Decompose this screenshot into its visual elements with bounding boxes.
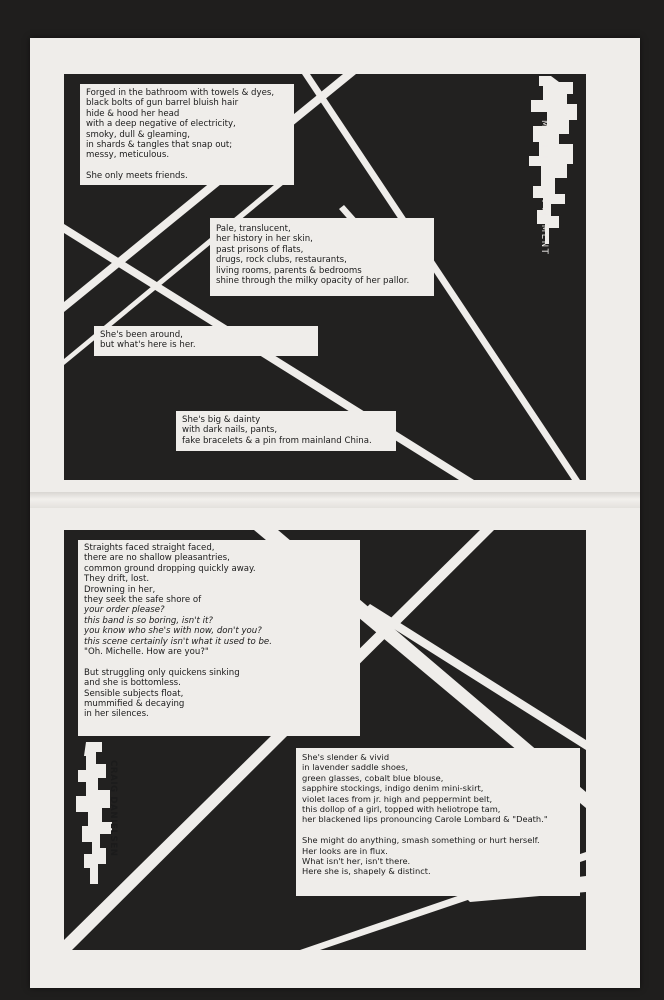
poem-line: green glasses, cobalt blue blouse,: [302, 772, 444, 783]
poem-line: violet laces from jr. high and peppermin…: [302, 793, 493, 804]
diagonal-stripe: [64, 530, 494, 950]
poem-line: drugs, rock clubs, restaurants,: [216, 255, 347, 266]
bottom-page-panel: Straights faced straight faced, there ar…: [64, 530, 586, 950]
poem-line: her blackened lips pronouncing Carole Lo…: [302, 814, 548, 825]
poem-line: hide & hood her head: [86, 108, 180, 119]
poem-line: What isn't her, isn't there.: [302, 856, 411, 867]
poem-line: Her looks are in flux.: [302, 845, 388, 856]
poem-line: mummified & decaying: [84, 699, 185, 710]
poem-line: her history in her skin,: [216, 234, 313, 245]
pixel-block-graphic: [529, 76, 577, 244]
poem-line: Here she is, shapely & distinct.: [302, 866, 431, 877]
poem-line-italic: this scene certainly isn't what it used …: [84, 636, 272, 647]
poem-line: there are no shallow pleasantries,: [84, 553, 230, 564]
author-name: CRAIG DANIELSEN: [108, 760, 118, 857]
poem-line: with a deep negative of electricity,: [86, 119, 236, 130]
stanza-gap: [84, 657, 354, 667]
poem-line: "Oh. Michelle. How are you?": [84, 647, 209, 658]
poem-line: in her silences.: [84, 709, 149, 720]
poem-line-italic: you know who she's with now, don't you?: [84, 626, 262, 637]
poem-line: sapphire stockings, indigo denim mini-sk…: [302, 783, 484, 794]
stanza-gap: [302, 825, 574, 835]
poem-title: MICHELLE IN A MOMENT: [539, 120, 549, 256]
poem-line: She might do anything, smash something o…: [302, 835, 540, 846]
poem-line: But struggling only quickens sinking: [84, 667, 240, 678]
poem-line: She only meets friends.: [86, 171, 188, 182]
stanza-box-4: She's big & dainty with dark nails, pant…: [176, 411, 396, 451]
poem-line: Drowning in her,: [84, 584, 156, 595]
center-fold: [30, 492, 640, 508]
poem-line: Forged in the bathroom with towels & dye…: [86, 88, 275, 98]
poem-line: black bolts of gun barrel bluish hair: [86, 98, 239, 109]
poem-line: but what's here is her.: [100, 340, 196, 351]
poem-line: common ground dropping quickly away.: [84, 563, 256, 574]
stanza-box-6: She's slender & vivid in lavender saddle…: [296, 748, 580, 896]
poem-line: messy, meticulous.: [86, 150, 170, 161]
poem-line: Pale, translucent,: [216, 224, 291, 234]
poem-line: they seek the safe shore of: [84, 595, 202, 606]
poem-line-italic: this band is so boring, isn't it?: [84, 615, 213, 626]
diagonal-stripe: [302, 74, 580, 480]
stanza-box-5: Straights faced straight faced, there ar…: [78, 540, 360, 736]
poem-line: They drift, lost.: [84, 574, 150, 585]
poem-line: She's been around,: [100, 330, 183, 340]
poem-line: fake bracelets & a pin from mainland Chi…: [182, 435, 372, 446]
poem-line: in lavender saddle shoes,: [302, 762, 408, 773]
poem-line: Straights faced straight faced,: [84, 543, 215, 553]
stanza-box-2: Pale, translucent, her history in her sk…: [210, 218, 434, 296]
poem-line: She's slender & vivid: [302, 752, 390, 762]
stanza-gap: [86, 161, 288, 171]
poem-line: smoky, dull & gleaming,: [86, 129, 190, 140]
stanza-box-3: She's been around, but what's here is he…: [94, 326, 318, 356]
poem-line: Sensible subjects float,: [84, 688, 184, 699]
poem-line: past prisons of flats,: [216, 244, 304, 255]
poem-line: living rooms, parents & bedrooms: [216, 265, 362, 276]
poem-line: this dollop of a girl, topped with helio…: [302, 804, 501, 815]
poem-line: and she is bottomless.: [84, 678, 181, 689]
poem-line: with dark nails, pants,: [182, 425, 278, 436]
pixel-block-graphic: [76, 742, 112, 884]
diagonal-stripe: [364, 604, 586, 750]
poem-line-italic: your order please?: [84, 605, 165, 616]
top-page-panel: Forged in the bathroom with towels & dye…: [64, 74, 586, 480]
poem-line: She's big & dainty: [182, 415, 261, 425]
poem-line: in shards & tangles that snap out;: [86, 140, 233, 151]
poem-line: shine through the milky opacity of her p…: [216, 276, 410, 287]
stanza-box-1: Forged in the bathroom with towels & dye…: [80, 84, 294, 185]
